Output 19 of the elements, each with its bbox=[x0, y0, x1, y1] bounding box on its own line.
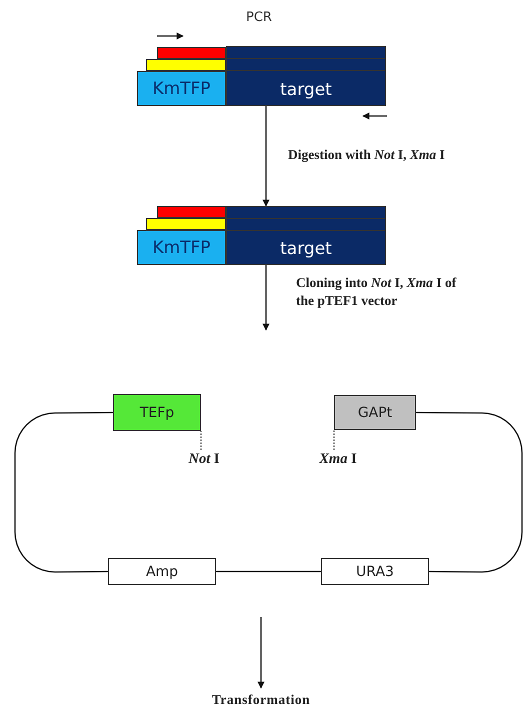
arrow bbox=[262, 106, 270, 207]
gene-element-box: URA3 bbox=[321, 558, 429, 585]
restriction-site-label: Xma I bbox=[316, 450, 360, 468]
gene-segment-box: target bbox=[226, 46, 386, 106]
gene-segment-box: KmTFP bbox=[137, 71, 226, 106]
step-label: PCR bbox=[246, 10, 272, 25]
gene-segment-box: target bbox=[226, 206, 386, 265]
arrow bbox=[262, 265, 270, 331]
leader-line bbox=[200, 430, 202, 450]
gene-element-box: TEFp bbox=[113, 394, 201, 431]
step-label: Transformation bbox=[198, 690, 324, 710]
plasmid-backbone-line bbox=[416, 412, 523, 573]
gene-element-box: GAPt bbox=[334, 395, 416, 430]
plasmid-backbone-line bbox=[14, 412, 113, 573]
plasmid-backbone-line bbox=[216, 570, 321, 572]
gene-segment-box: KmTFP bbox=[137, 230, 226, 265]
restriction-site-label: Not I bbox=[184, 450, 224, 468]
gene-element-box: Amp bbox=[108, 558, 216, 585]
arrow bbox=[258, 617, 264, 689]
